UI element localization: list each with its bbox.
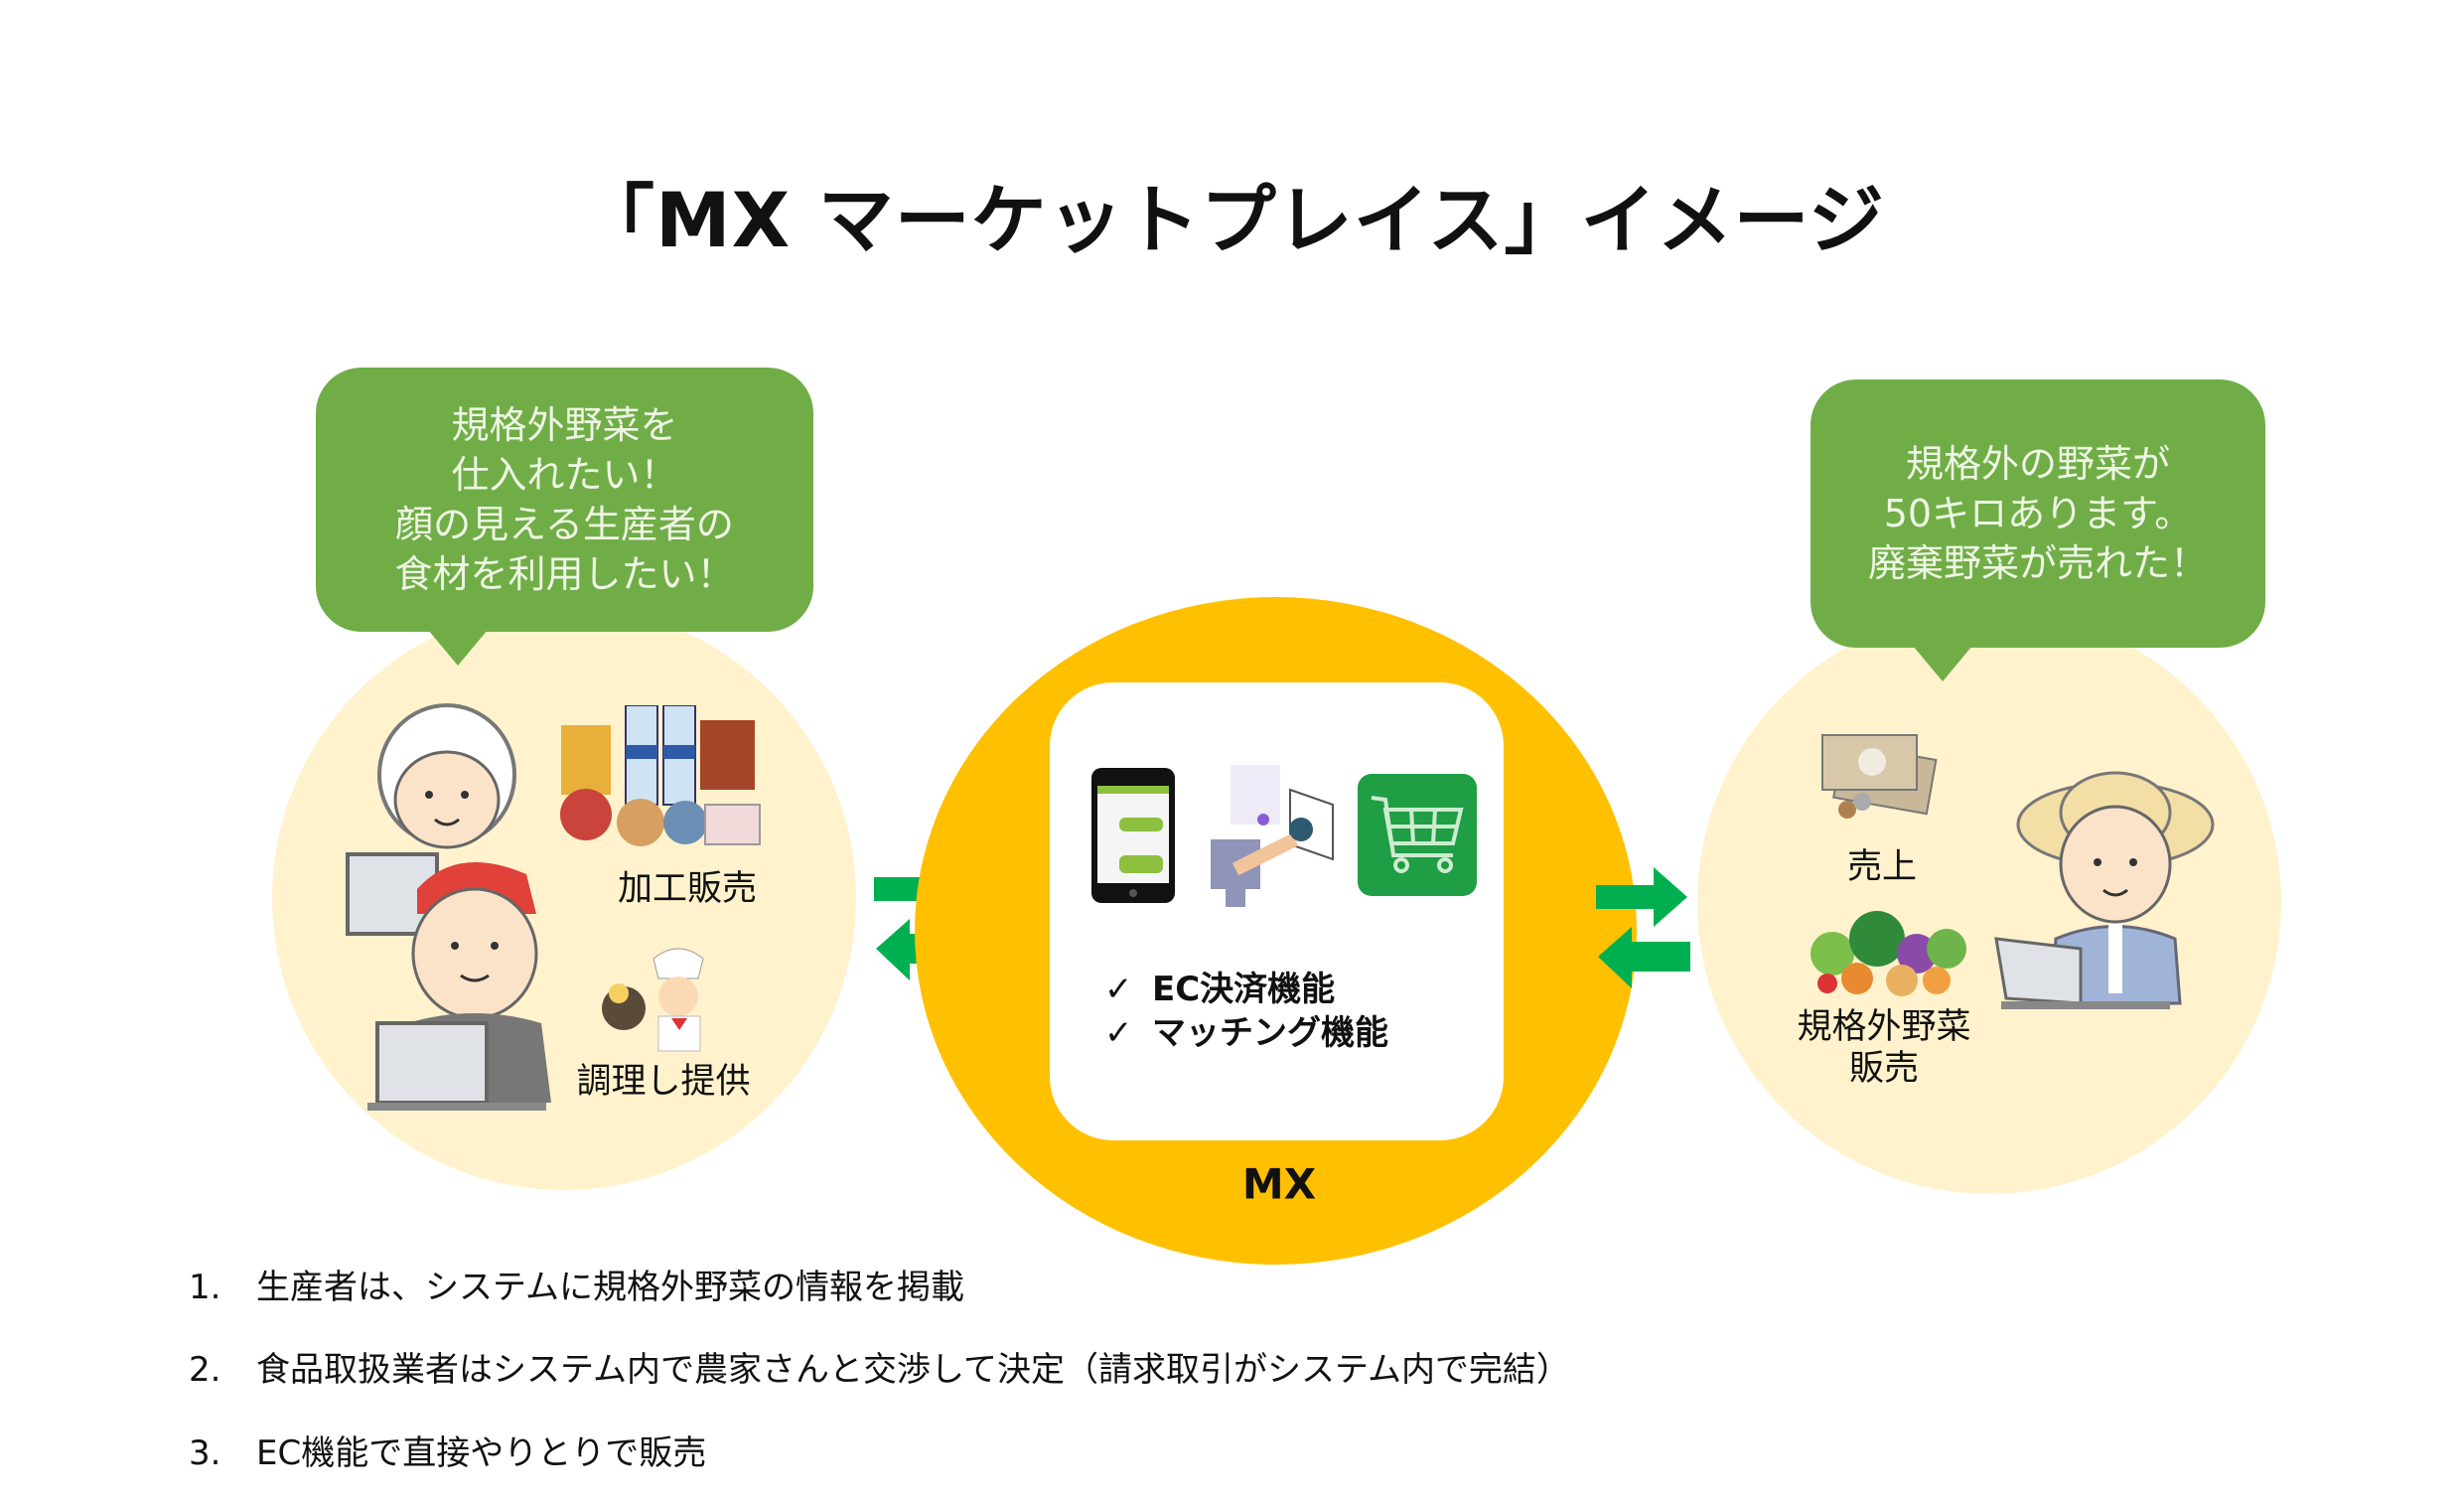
bubble-line: 顔の見える生産者の — [395, 503, 734, 546]
bubble-line: 規格外野菜を — [451, 403, 678, 447]
page-title: 「MX マーケットプレイス」イメージ — [579, 176, 1885, 264]
processed-food-illustration — [560, 705, 761, 846]
sales-label: 売上 — [1846, 847, 1918, 887]
online-transaction-icon — [1211, 765, 1334, 907]
step-text: 生産者は、システムに規格外野菜の情報を掲載 — [256, 1268, 964, 1307]
feature-label: EC決済機能 — [1152, 970, 1336, 1009]
check-icon: ✓ — [1104, 1013, 1133, 1053]
bubble-line: 食材を利用したい！ — [394, 552, 735, 596]
money-icon — [1821, 734, 1938, 819]
farmer-illustration — [1994, 771, 2215, 1009]
step-text: 食品取扱業者はシステム内で農家さんと交渉して決定（請求取引がシステム内で完結） — [256, 1350, 1570, 1390]
feature-matching: ✓ マッチング機能 — [1104, 1005, 1388, 1054]
mx-label: MX — [1241, 1159, 1317, 1209]
cook-serve-label: 調理し提供 — [576, 1062, 751, 1102]
processed-sales-label: 加工販売 — [617, 869, 758, 909]
step-item: 1. 生産者は、システムに規格外野菜の情報を掲載 — [189, 1260, 964, 1308]
step-number: 2. — [189, 1350, 221, 1390]
bubble-line: 廃棄野菜が売れた！ — [1867, 541, 2208, 585]
step-text: EC機能で直接やりとりで販売 — [256, 1433, 707, 1473]
buyer-speech-bubble: 規格外野菜を 仕入れたい！ 顔の見える生産者の 食材を利用したい！ — [316, 368, 813, 632]
bubble-line: 規格外の野菜が — [1905, 442, 2170, 486]
arrow-right-icon — [1596, 867, 1687, 927]
smartphone-chat-icon — [1091, 768, 1175, 903]
step-item: 3. EC機能で直接やりとりで販売 — [189, 1426, 706, 1474]
mx-feature-box — [1050, 682, 1504, 1140]
chef-illustration — [602, 948, 704, 1052]
feature-label: マッチング機能 — [1152, 1013, 1388, 1053]
step-number: 3. — [189, 1433, 221, 1473]
bubble-tail — [1913, 646, 1972, 681]
odd-vegetable-sales-label: 規格外野菜 販売 — [1797, 1006, 1970, 1090]
label-line: 販売 — [1848, 1049, 1920, 1089]
feature-ec-payment: ✓ EC決済機能 — [1104, 962, 1335, 1010]
shopping-cart-icon — [1358, 774, 1477, 896]
producer-speech-bubble: 規格外の野菜が 50キロあります。 廃棄野菜が売れた！ — [1811, 379, 2265, 648]
check-icon: ✓ — [1104, 970, 1133, 1009]
vegetables-illustration — [1811, 911, 1966, 996]
step-item: 2. 食品取扱業者はシステム内で農家さんと交渉して決定（請求取引がシステム内で完結… — [189, 1342, 1570, 1391]
bubble-line: 50キロあります。 — [1883, 492, 2193, 535]
producer-circle — [1697, 610, 2281, 1194]
food-workers-illustration — [346, 703, 551, 1111]
arrow-left-icon — [1598, 927, 1690, 988]
step-number: 1. — [189, 1268, 221, 1307]
exchange-arrows-right — [1596, 867, 1690, 988]
label-line: 規格外野菜 — [1797, 1007, 1971, 1047]
bubble-tail — [428, 630, 488, 666]
bubble-line: 仕入れたい！ — [451, 453, 678, 497]
